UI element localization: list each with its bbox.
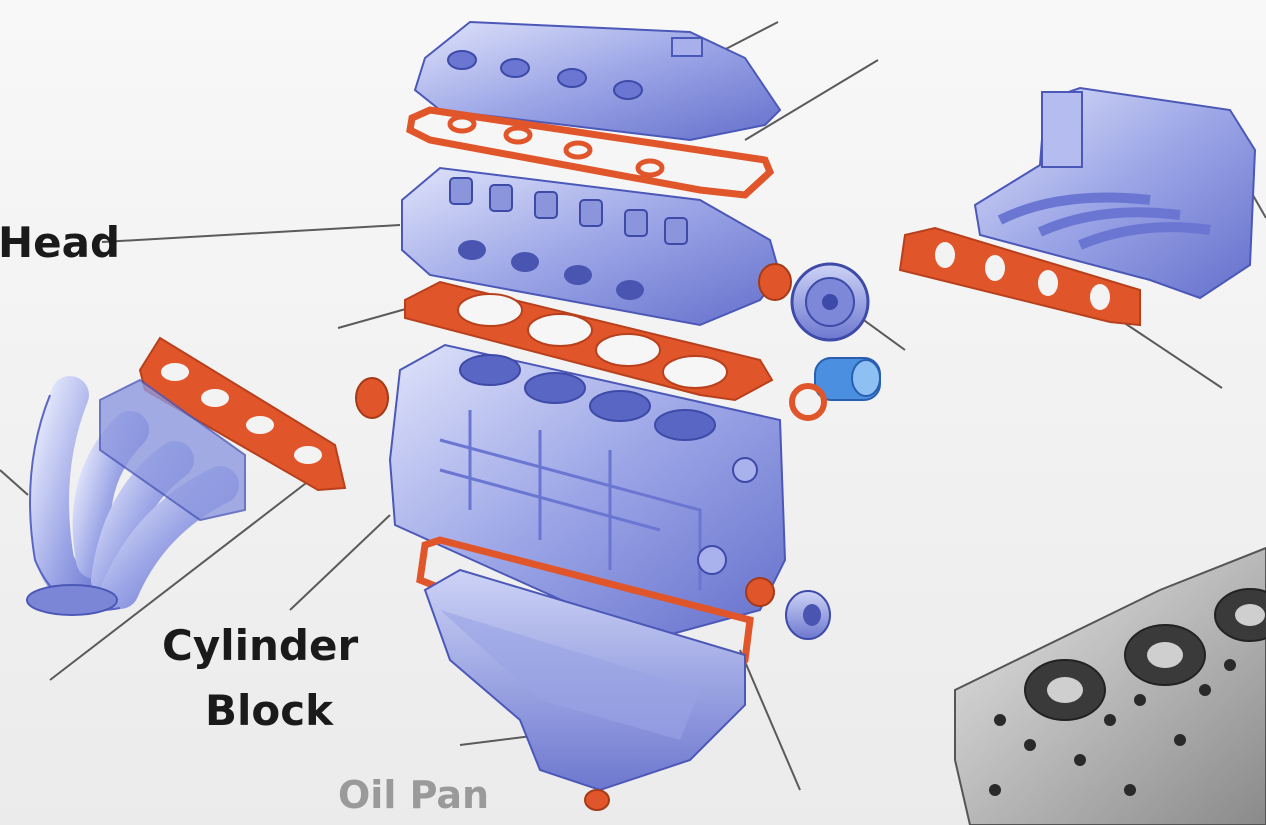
intake-gasket: [898, 226, 1141, 327]
cylinder-head: [401, 166, 792, 327]
intake-manifold: [973, 86, 1257, 300]
oil-pump: [785, 590, 831, 640]
cam-pulley: [790, 262, 870, 342]
cylinder-head-photo: [954, 546, 1266, 825]
label-cylinder-block-line1: Cylinder: [162, 621, 359, 670]
label-cylinder-block-line2: Block: [205, 686, 334, 735]
crank-seal: [355, 377, 389, 419]
valve-cover-gasket: [406, 106, 775, 199]
oil-pan: [423, 568, 746, 811]
label-oil-pan: Oil Pan: [338, 773, 490, 817]
tensioner: [789, 357, 881, 421]
exhaust-manifold: [26, 376, 246, 616]
oil-seal: [745, 577, 775, 607]
label-head: Head: [0, 218, 121, 267]
head-gasket: [404, 280, 774, 402]
cylinder-block: [388, 343, 787, 642]
valve-cover: [413, 20, 782, 142]
